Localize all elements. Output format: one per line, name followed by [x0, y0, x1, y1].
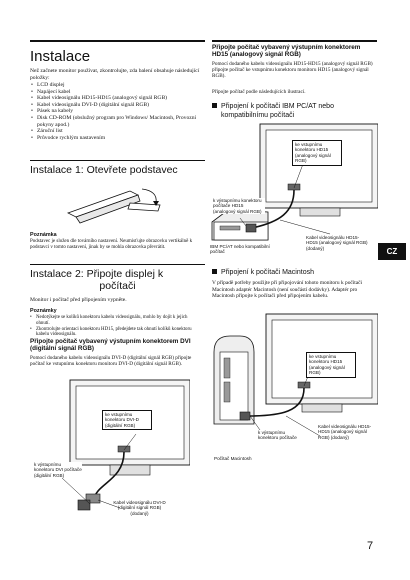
step2-title-line2: počítači: [99, 280, 136, 292]
list-item: Záruční list: [30, 128, 202, 135]
step2-intro: Monitor i počítač před připojením vypnět…: [30, 297, 127, 303]
top-rule-right: [212, 40, 377, 42]
step1-title: Instalace 1: Otevřete podstavec: [30, 164, 178, 176]
hd15-heading: Připojte počítač vybavený výstupním kone…: [212, 44, 361, 59]
mac-callout-pc: Počítač Macintosh: [214, 456, 252, 461]
language-tab-cz: CZ: [378, 243, 406, 260]
install-intro: Než začnete monitor používat, zkontroluj…: [30, 68, 200, 81]
step2-title: Instalace 2: Připojte displej k počítači: [30, 268, 205, 292]
ibm-callout-cable: Kabel videosignálu HD15-HD15 (analogový …: [306, 235, 368, 251]
divider: [30, 264, 205, 265]
list-item: Nedotýkejte se kolíků konektoru kabelu v…: [30, 315, 202, 327]
list-item: Pásek na kabely: [30, 108, 202, 115]
bullet-square-icon: [212, 103, 217, 108]
dvi-connection-illustration: [61, 379, 190, 511]
list-item: Zkontrolujte orientaci konektoru HD15, p…: [30, 327, 202, 339]
list-item: Kabel videosignálu DVI-D (digitální sign…: [30, 102, 202, 109]
package-contents-list: LCD displej Napájecí kabel Kabel videosi…: [30, 82, 202, 141]
mac-connection-illustration: [213, 313, 378, 437]
step2-notes-label: Poznámky: [30, 308, 57, 314]
hd15-follow: Připojte počítač podle následujících ilu…: [212, 89, 306, 95]
list-item: Napájecí kabel: [30, 89, 202, 96]
ibm-heading-line1: Připojení k počítači IBM PC/AT nebo: [221, 103, 334, 110]
ibm-callout-monitor: ke vstupnímu konektoru HD15 (analogový s…: [292, 140, 342, 166]
install-title: Instalace: [30, 48, 91, 65]
ibm-callout-pc-out: k výstupnímu konektoru počítače HD15 (an…: [213, 198, 265, 215]
top-rule-left: [30, 40, 205, 42]
mac-text: V případě potřeby použijte při připojová…: [212, 280, 363, 300]
ibm-heading-line2: kompatibilnímu počítači: [221, 111, 295, 119]
mac-callout-pc-out: k výstupnímu konektoru počítače: [258, 430, 306, 441]
list-item: Průvodce rychlým nastavením: [30, 135, 202, 142]
dvi-callout-cable: Kabel videosignálu DVI-D (digitální sign…: [113, 500, 166, 516]
ibm-heading: Připojení k počítači IBM PC/AT nebo komp…: [212, 103, 377, 120]
list-item: Disk CD-ROM (obslužný program pro Window…: [30, 115, 202, 128]
step1-note-label: Poznámka: [30, 232, 57, 238]
mac-heading: Připojení k počítači Macintosh: [212, 269, 377, 276]
hd15-text: Pomocí dodaného kabelu videosignálu HD15…: [212, 61, 373, 80]
step2-notes-list: Nedotýkejte se kolíků konektoru kabelu v…: [30, 315, 202, 338]
dvi-callout-pc: k výstupnímu konektoru DVI počítače (dig…: [34, 462, 82, 479]
step1-note: Podstavec je složen dle továrního nastav…: [30, 239, 193, 250]
divider: [30, 160, 205, 161]
stand-open-illustration: [66, 188, 161, 224]
dvi-callout-monitor: ke vstupnímu konektoru DVI-D (digitální …: [102, 410, 152, 431]
dvi-text: Pomocí dodaného kabelu videosignálu DVI-…: [30, 355, 192, 368]
step2-title-line1: Instalace 2: Připojte displej k: [30, 268, 164, 280]
page-number: 7: [367, 540, 374, 552]
mac-callout-cable: Kabel videosignálu HD15-HD15 (analogový …: [318, 424, 372, 440]
list-item: Kabel videosignálu HD15-HD15 (analogový …: [30, 95, 202, 102]
bullet-square-icon: [212, 269, 217, 274]
list-item: LCD displej: [30, 82, 202, 89]
ibm-callout-pc: IBM PC/AT nebo kompatibilní počítač: [210, 244, 270, 255]
mac-heading-text: Připojení k počítači Macintosh: [221, 269, 314, 276]
dvi-heading: Připojte počítač vybavený výstupním kone…: [30, 338, 191, 353]
mac-callout-monitor: ke vstupnímu konektoru HD15 (analogový s…: [306, 352, 356, 378]
ibm-connection-illustration: [211, 123, 378, 241]
